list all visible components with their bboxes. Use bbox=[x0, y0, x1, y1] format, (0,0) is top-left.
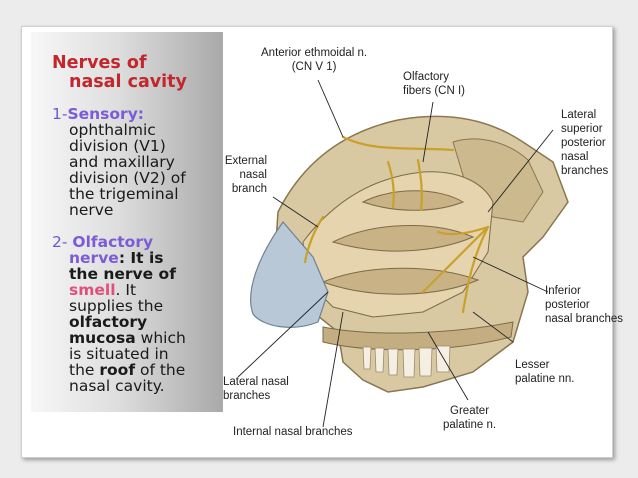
sensory-line: division (V1) bbox=[69, 137, 166, 155]
olfactory-heading: Olfactory bbox=[72, 233, 154, 251]
olfactory-text: nasal cavity. bbox=[69, 377, 165, 395]
olfactory-text: . It bbox=[115, 281, 137, 299]
label-text: External bbox=[224, 155, 267, 167]
label-lateral-superior: Lateral superior posterior nasal branche… bbox=[561, 108, 608, 178]
slide-title: Nerves of nasal cavity bbox=[52, 54, 217, 92]
olfactory-text: which bbox=[135, 329, 186, 347]
nasal-cavity-drawing bbox=[237, 79, 569, 428]
smell-word: smell bbox=[69, 281, 116, 299]
olfactory-text: supplies the bbox=[69, 297, 164, 315]
label-greater-palatine: Greater palatine n. bbox=[443, 404, 496, 432]
label-text: branches bbox=[223, 390, 271, 402]
label-text: nasal branches bbox=[545, 313, 623, 325]
sensory-line: the trigeminal bbox=[69, 185, 179, 203]
label-text: Lesser bbox=[515, 359, 550, 371]
label-text: Internal nasal branches bbox=[233, 426, 353, 438]
label-anterior-ethmoidal: Anterior ethmoidal n. (CN V 1) bbox=[261, 46, 367, 74]
label-text: Olfactory bbox=[403, 71, 450, 83]
label-text: branches bbox=[561, 165, 609, 177]
olfactory-text: olfactory bbox=[69, 313, 148, 331]
label-text: branch bbox=[231, 183, 267, 195]
olfactory-number: 2- bbox=[52, 233, 73, 251]
label-inferior-posterior: Inferior posterior nasal branches bbox=[545, 284, 623, 326]
sinus-region bbox=[452, 138, 544, 223]
label-text: Anterior ethmoidal n. bbox=[261, 47, 368, 59]
sensory-paragraph: 1-Sensory: ophthalmic division (V1) and … bbox=[52, 106, 217, 218]
slide-text: Nerves of nasal cavity 1-Sensory: ophtha… bbox=[52, 54, 217, 410]
sensory-line: ophthalmic bbox=[69, 121, 156, 139]
nasal-cavity-illustration: Anterior ethmoidal n. (CN V 1) Olfactory… bbox=[223, 42, 625, 440]
label-internal-nasal: Internal nasal branches bbox=[233, 425, 353, 439]
label-text: nasal bbox=[561, 151, 589, 163]
title-line-1: Nerves of bbox=[52, 53, 147, 73]
left-text-panel bbox=[31, 32, 223, 412]
olfactory-text: of the bbox=[135, 361, 186, 379]
label-text: palatine nn. bbox=[515, 373, 575, 385]
leader-lines bbox=[237, 79, 554, 428]
olfactory-text: is situated in bbox=[69, 345, 169, 363]
olfactory-heading-b: nerve bbox=[69, 249, 119, 267]
label-olfactory-fibers: Olfactory fibers (CN I) bbox=[403, 70, 465, 98]
sensory-heading: Sensory: bbox=[67, 105, 144, 123]
label-text: Lateral bbox=[561, 109, 597, 121]
sensory-line: division (V2) of bbox=[69, 169, 186, 187]
external-nose bbox=[250, 221, 329, 328]
label-external-nasal: External nasal branch bbox=[223, 154, 267, 196]
olfactory-text: the nerve of bbox=[69, 265, 176, 283]
olfactory-text: mucosa bbox=[69, 329, 136, 347]
label-text: palatine n. bbox=[443, 419, 497, 431]
nerve-branches bbox=[303, 135, 490, 314]
roof-word: roof bbox=[99, 361, 136, 379]
teeth bbox=[362, 345, 451, 378]
label-text: posterior bbox=[545, 299, 590, 311]
label-lesser-palatine: Lesser palatine nn. bbox=[515, 358, 574, 386]
sensory-line: and maxillary bbox=[69, 153, 175, 171]
title-line-2: nasal cavity bbox=[69, 72, 187, 92]
label-text: Greater bbox=[450, 405, 490, 417]
label-text: superior bbox=[561, 123, 603, 135]
label-text: (CN V 1) bbox=[291, 61, 337, 73]
label-text: nasal bbox=[239, 169, 268, 181]
olfactory-text: : It is bbox=[118, 249, 164, 267]
label-text: Lateral nasal bbox=[223, 376, 289, 388]
label-text: Inferior bbox=[545, 285, 581, 297]
olfactory-text: the bbox=[69, 361, 100, 379]
label-text: fibers (CN I) bbox=[403, 85, 465, 97]
label-lateral-nasal: Lateral nasal branches bbox=[223, 375, 289, 403]
olfactory-body: nerve: It is the nerve of smell. It supp… bbox=[52, 250, 217, 394]
label-text: posterior bbox=[561, 137, 606, 149]
sensory-line: nerve bbox=[69, 201, 114, 219]
sensory-number: 1- bbox=[52, 105, 68, 123]
sensory-body: ophthalmic division (V1) and maxillary d… bbox=[52, 122, 217, 218]
olfactory-paragraph: 2- Olfactory nerve: It is the nerve of s… bbox=[52, 234, 217, 394]
